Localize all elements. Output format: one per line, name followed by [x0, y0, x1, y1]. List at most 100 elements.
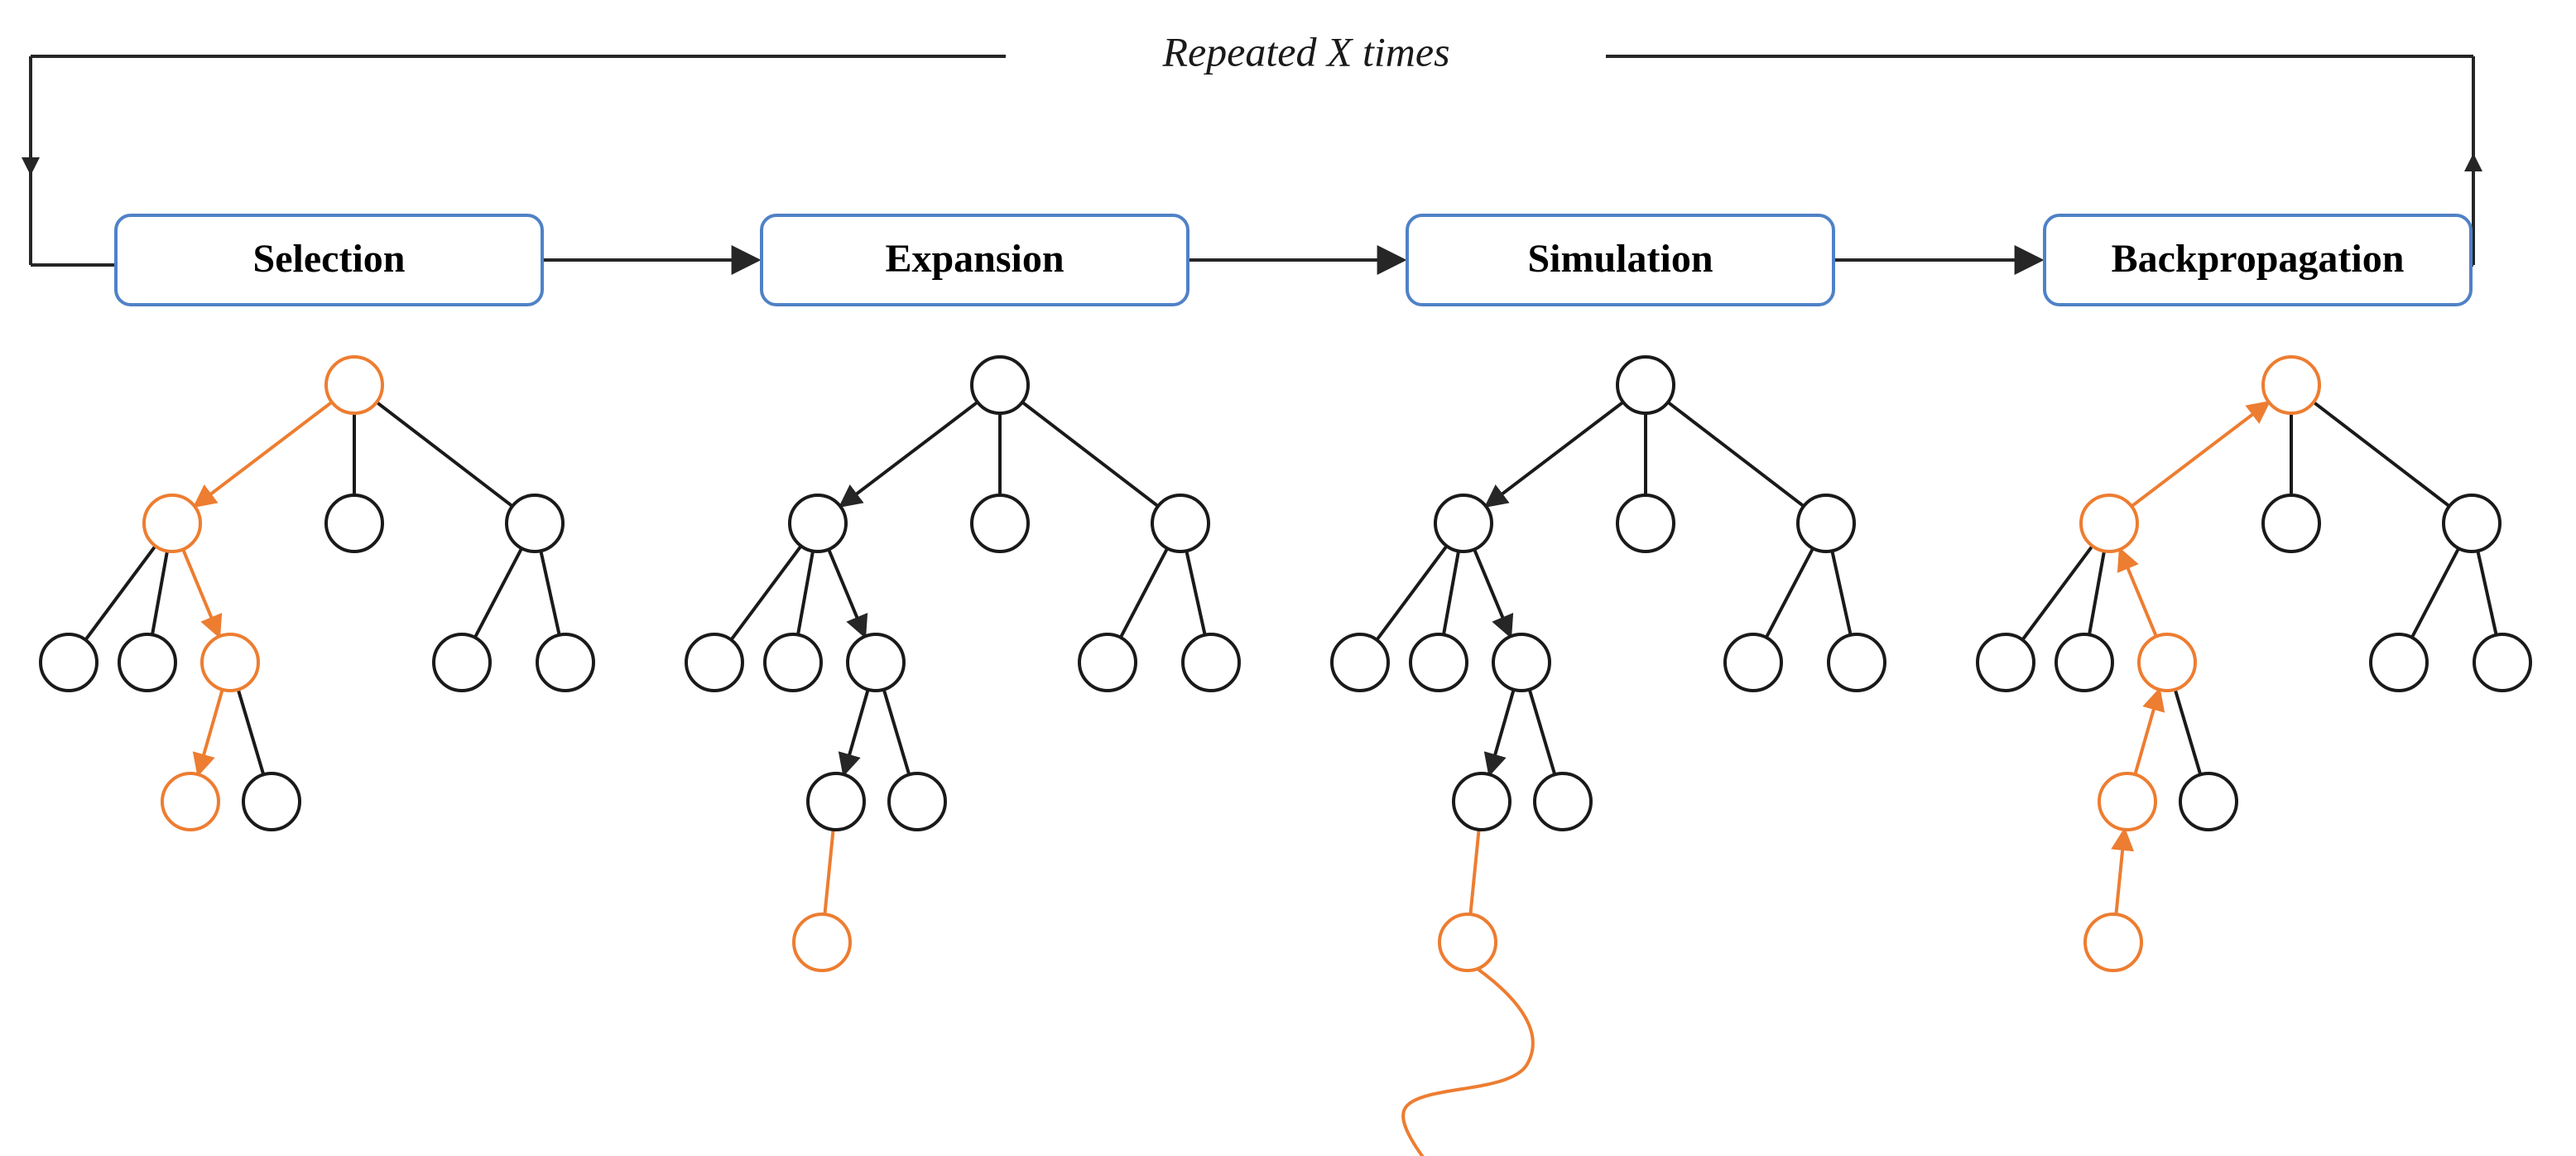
tree-node-expansion-root[interactable]	[970, 355, 1030, 415]
tree-node-selection-j[interactable]	[242, 772, 301, 831]
tree-node-simulation-c[interactable]	[1796, 494, 1856, 553]
tree-edge-root-to-c	[1020, 400, 1161, 508]
tree-edge-a-to-d	[2021, 544, 2094, 642]
tree-node-selection-b[interactable]	[324, 494, 384, 553]
phase-box-outline-backpropagation	[2043, 214, 2473, 306]
tree-node-expansion-new[interactable]	[792, 913, 852, 972]
tree-edge-f-to-i	[1483, 687, 1516, 778]
tree-node-selection-a[interactable]	[142, 494, 202, 553]
tree-node-simulation-f[interactable]	[1492, 633, 1551, 692]
tree-edge-f-to-j	[236, 687, 266, 777]
tree-edge-a-to-f	[181, 547, 223, 639]
tree-backpropagation	[1976, 355, 2532, 972]
tree-node-backpropagation-j[interactable]	[2179, 772, 2238, 831]
tree-edge-a-to-e	[795, 549, 815, 637]
tree-node-expansion-d[interactable]	[685, 633, 744, 692]
tree-node-backpropagation-root[interactable]	[2261, 355, 2321, 415]
tree-node-simulation-root[interactable]	[1616, 355, 1675, 415]
phase-boxes: Selection Expansion Simulation Backpropagat…	[114, 214, 2473, 306]
loop-left-arrowhead	[22, 157, 40, 176]
phase-box-backpropagation[interactable]: Backpropagation	[2043, 214, 2473, 306]
tree-node-selection-f[interactable]	[200, 633, 260, 692]
tree-node-expansion-g[interactable]	[1078, 633, 1137, 692]
tree-edge-i-to-new	[1468, 827, 1481, 917]
tree-edge-c-to-h	[1830, 549, 1853, 637]
tree-node-backpropagation-b[interactable]	[2261, 494, 2321, 553]
tree-node-selection-g[interactable]	[432, 633, 492, 692]
phase-label-simulation: Simulation	[1527, 237, 1713, 281]
tree-edge-a-to-e	[150, 549, 170, 637]
tree-edge-f-to-j	[882, 687, 911, 777]
tree-node-backpropagation-g[interactable]	[2369, 633, 2429, 692]
tree-expansion	[685, 355, 1241, 972]
tree-edge-c-to-g	[1764, 547, 1815, 639]
tree-edge-i-to-new	[823, 827, 835, 917]
tree-node-backpropagation-new[interactable]	[2083, 913, 2143, 972]
tree-node-expansion-i[interactable]	[806, 772, 866, 831]
repeat-loop-caption: Repeated X times	[1161, 28, 1449, 75]
tree-edge-a-to-d	[84, 544, 157, 642]
tree-node-simulation-new[interactable]	[1438, 913, 1497, 972]
tree-edge-a-to-e	[2087, 549, 2107, 637]
phase-label-selection: Selection	[253, 237, 406, 281]
tree-edge-f-to-j	[1527, 687, 1557, 777]
tree-node-selection-root[interactable]	[324, 355, 384, 415]
tree-edge-f-to-i	[192, 687, 224, 778]
tree-edge-a-to-d	[729, 544, 803, 642]
tree-edges-simulation	[1375, 400, 1853, 917]
tree-node-simulation-h[interactable]	[1827, 633, 1886, 692]
tree-edge-a-to-e	[1441, 549, 1461, 637]
tree-node-expansion-f[interactable]	[846, 633, 906, 692]
tree-node-expansion-e[interactable]	[763, 633, 823, 692]
tree-node-selection-h[interactable]	[536, 633, 595, 692]
tree-node-expansion-h[interactable]	[1181, 633, 1241, 692]
loop-right-arrowhead	[2464, 153, 2482, 171]
repeat-loop: Repeated X times	[22, 28, 2482, 267]
tree-node-simulation-a[interactable]	[1434, 494, 1493, 553]
tree-node-selection-e[interactable]	[118, 633, 177, 692]
tree-edges-backpropagation	[2021, 400, 2498, 917]
tree-nodes-expansion	[685, 355, 1241, 972]
tree-node-backpropagation-a[interactable]	[2079, 494, 2139, 553]
tree-node-simulation-g[interactable]	[1723, 633, 1783, 692]
tree-node-backpropagation-h[interactable]	[2473, 633, 2532, 692]
tree-edge-f-to-j	[2173, 687, 2203, 777]
rollout-squiggle	[1401, 967, 1535, 1156]
phase-box-expansion[interactable]: Expansion	[760, 214, 1189, 306]
tree-node-backpropagation-e[interactable]	[2055, 633, 2114, 692]
tree-node-backpropagation-f[interactable]	[2137, 633, 2197, 692]
tree-node-simulation-e[interactable]	[1409, 633, 1468, 692]
tree-node-expansion-j[interactable]	[887, 772, 947, 831]
tree-node-selection-i[interactable]	[161, 772, 220, 831]
tree-node-selection-c[interactable]	[505, 494, 565, 553]
tree-edge-root-to-c	[1665, 400, 1806, 508]
tree-edge-root-to-a	[838, 400, 979, 508]
tree-selection	[39, 355, 595, 831]
tree-edge-root-to-c	[374, 400, 515, 508]
tree-node-simulation-b[interactable]	[1616, 494, 1675, 553]
phase-box-simulation[interactable]: Simulation	[1406, 214, 1835, 306]
phase-box-outline-selection	[114, 214, 544, 306]
tree-edge-root-to-a	[192, 400, 334, 508]
tree-edge-f-to-i	[2133, 686, 2165, 777]
tree-edge-a-to-f	[2117, 547, 2158, 638]
tree-node-backpropagation-c[interactable]	[2442, 494, 2502, 553]
tree-nodes-selection	[39, 355, 595, 831]
tree-node-backpropagation-i[interactable]	[2098, 772, 2157, 831]
tree-edges-expansion	[729, 400, 1207, 917]
tree-node-expansion-a[interactable]	[788, 494, 848, 553]
tree-node-backpropagation-d[interactable]	[1976, 633, 2035, 692]
tree-node-selection-d[interactable]	[39, 633, 99, 692]
tree-node-simulation-j[interactable]	[1533, 772, 1593, 831]
tree-node-expansion-c[interactable]	[1151, 494, 1210, 553]
tree-edge-c-to-h	[1185, 549, 1207, 637]
tree-node-simulation-d[interactable]	[1330, 633, 1390, 692]
phase-box-selection[interactable]: Selection	[114, 214, 544, 306]
tree-edge-a-to-f	[827, 547, 868, 639]
tree-node-expansion-b[interactable]	[970, 494, 1030, 553]
tree-edge-i-to-new	[2111, 827, 2135, 917]
tree-nodes-backpropagation	[1976, 355, 2532, 972]
tree-node-simulation-i[interactable]	[1452, 772, 1511, 831]
tree-edges-selection	[84, 400, 561, 778]
